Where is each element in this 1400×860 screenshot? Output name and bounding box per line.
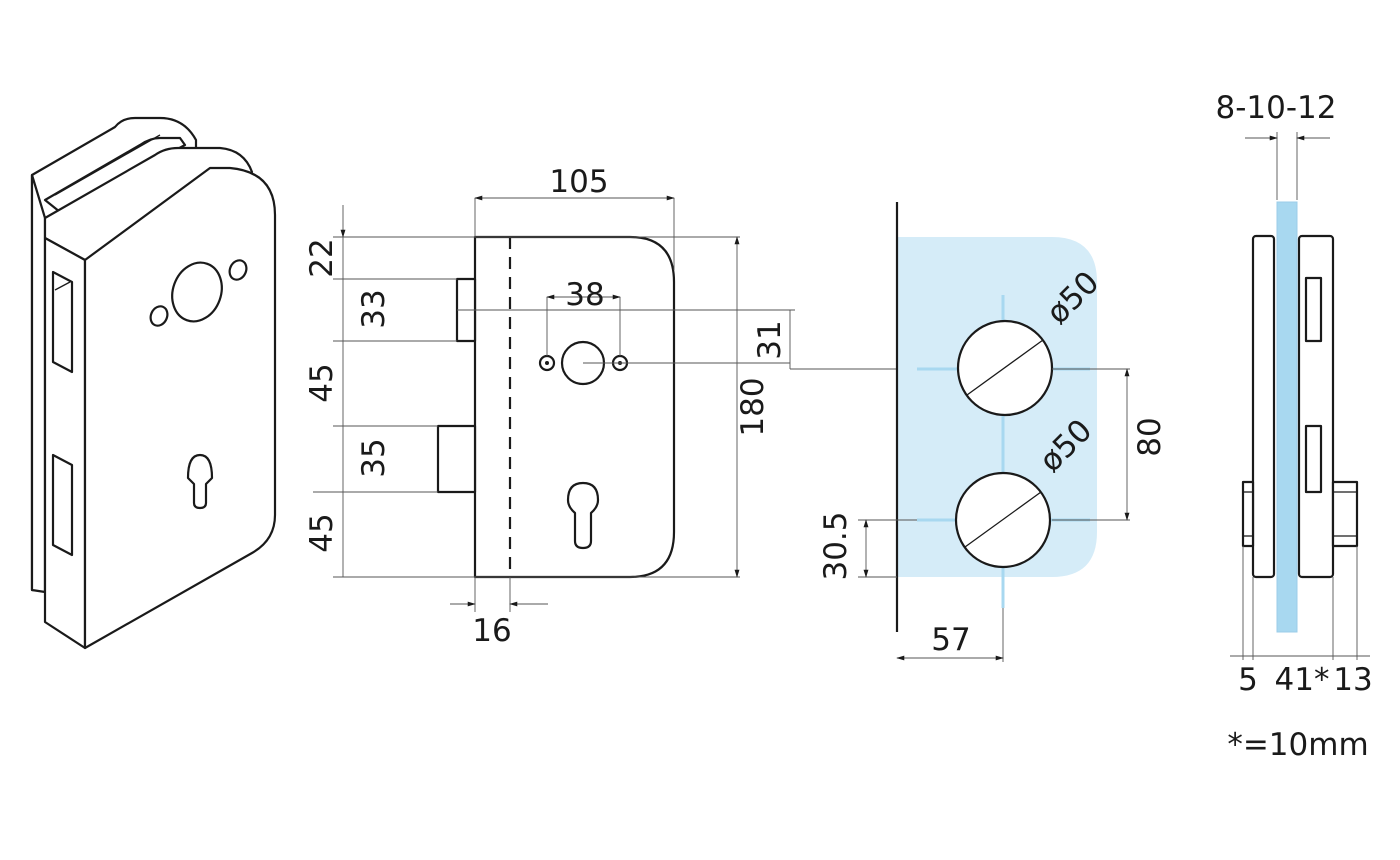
dim-hole-spacing: 80	[1132, 417, 1168, 456]
footnote: *=10mm	[1227, 727, 1368, 763]
dim-right-depth: 13	[1333, 662, 1372, 698]
side-view: 8-10-12 5 41* 13 *=10mm	[1216, 90, 1373, 763]
dim-bolt-height: 35	[356, 438, 392, 477]
dim-height: 180	[735, 377, 771, 436]
dim-edge-offset: 16	[472, 613, 511, 649]
dim-spindle-spacing: 38	[565, 277, 604, 313]
front-view: 105 180 22 33 45 35 45 38 31 16	[304, 164, 915, 649]
isometric-view	[30, 116, 277, 650]
dim-bottom-offset: 45	[304, 513, 340, 552]
dim-hole-bottom-offset: 30.5	[818, 511, 854, 580]
dim-spindle-offset: 31	[752, 320, 788, 359]
dim-gap-middle: 45	[304, 363, 340, 402]
dim-body-depth: 41*	[1275, 662, 1330, 698]
dim-width: 105	[549, 164, 608, 200]
dim-top-offset: 22	[304, 238, 340, 277]
dim-left-depth: 5	[1238, 662, 1258, 698]
dim-latch-height: 33	[356, 289, 392, 328]
dim-hole-edge-offset: 57	[931, 622, 970, 658]
glass-cutout-view: ø50 ø50 80 30.5 57	[818, 202, 1168, 662]
dim-glass-thickness: 8-10-12	[1216, 90, 1337, 126]
